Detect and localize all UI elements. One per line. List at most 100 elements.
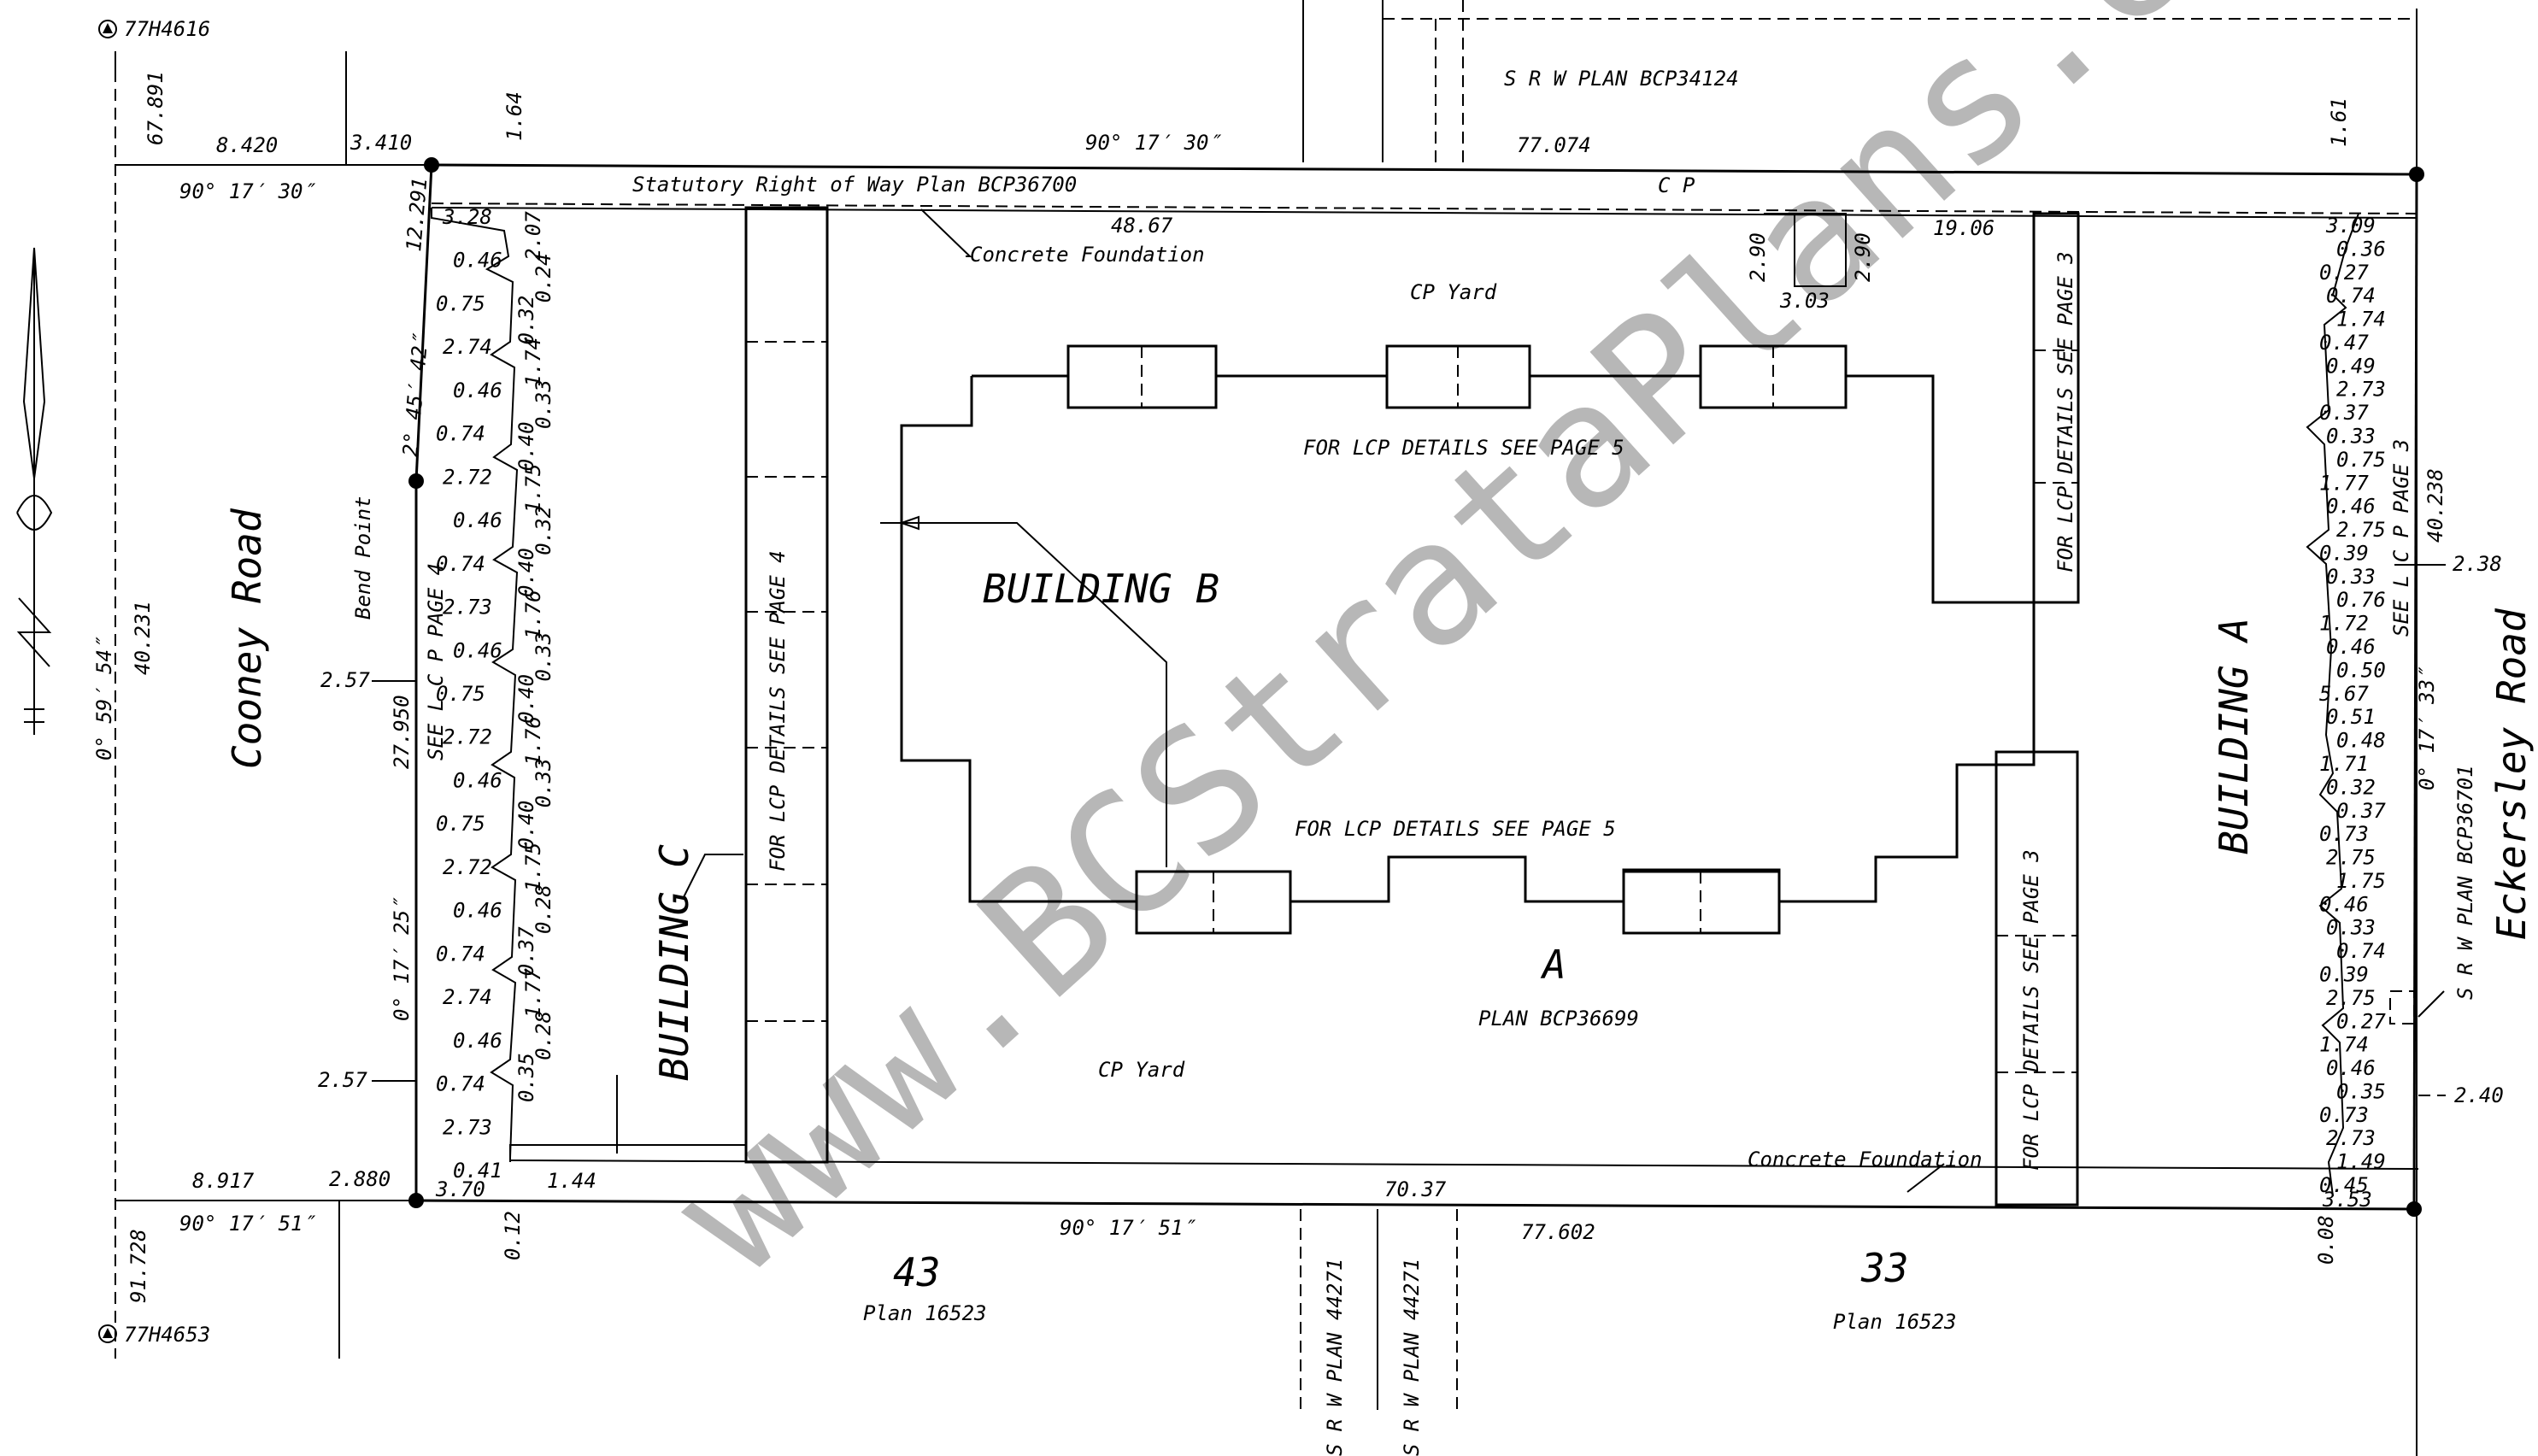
west-stair-right-dim-4: 0.33 [532, 379, 555, 429]
west-stair-right-dim-20: 0.35 [514, 1053, 538, 1102]
west-stair-right-dim-7: 0.32 [532, 506, 555, 555]
lot-43-label: 43 [893, 1249, 940, 1295]
lot-33-label: 33 [1860, 1245, 1908, 1291]
strata-plan-label: PLAN BCP36699 [1478, 1007, 1639, 1030]
west-stair-right-dim-0: 2.07 [521, 211, 545, 261]
strata-lot-label: A [1540, 942, 1566, 988]
diag-sw: 91.728 [126, 1229, 150, 1303]
west-dim-257a: 2.57 [320, 668, 370, 692]
east-stair-dim-26: 0.73 [2319, 822, 2369, 846]
east-dim-238: 2.38 [2453, 552, 2502, 576]
se-dim-b: 0.08 [2314, 1215, 2338, 1265]
srw-south-label-2: S R W PLAN 44271 [1400, 1259, 1424, 1456]
east-stair-dim-17: 1.72 [2319, 612, 2369, 636]
east-stair-dim-4: 1.74 [2336, 308, 2386, 332]
sw-dim-a: 8.917 [192, 1169, 255, 1193]
west-stair-right-dim-10: 0.33 [532, 632, 555, 682]
east-stair-dim-8: 0.37 [2319, 401, 2369, 425]
west-stair-right-dim-1: 0.24 [532, 253, 555, 302]
monument-sw-icon [98, 1324, 117, 1343]
srw-top-label: S R W PLAN BCP34124 [1504, 67, 1739, 91]
cf-top-east: 19.06 [1933, 216, 1995, 240]
west-stair-dim-13: 0.46 [453, 768, 502, 792]
west-stair-dim-7: 0.46 [453, 508, 502, 532]
bottom-length: 77.602 [1521, 1220, 1595, 1244]
watermark: www.BCStrataPlans.com [637, 0, 2376, 1312]
east-stair-dim-39: 2.73 [2326, 1126, 2376, 1150]
bend-point-marker [408, 473, 424, 489]
west-stair-dim-16: 0.46 [453, 899, 502, 923]
west-stair-right-dim-11: 0.40 [514, 674, 538, 724]
east-stair-dim-30: 0.33 [2326, 916, 2376, 940]
west-stair-dim-2: 0.75 [436, 291, 485, 315]
east-stair-dim-27: 2.75 [2326, 846, 2376, 870]
west-stair-right-dim-13: 0.33 [532, 758, 555, 807]
east-stair-dim-6: 0.49 [2326, 354, 2376, 378]
west-stair-dim-15: 2.72 [443, 855, 492, 879]
east-stair-dim-32: 0.39 [2319, 962, 2369, 986]
building-c-dim-144: 1.44 [547, 1169, 596, 1193]
west-stair-dim-19: 0.46 [453, 1029, 502, 1053]
top-length: 77.074 [1517, 133, 1591, 157]
notch-dim-303: 3.03 [1779, 289, 1830, 313]
lcp-page3-north-label: FOR LCP DETAILS SEE PAGE 3 [2053, 251, 2077, 572]
cf-bottom: 70.37 [1384, 1177, 1447, 1201]
west-length-lower: 27.950 [390, 695, 414, 769]
east-stair-dim-3: 0.74 [2326, 284, 2376, 308]
notch-dim-290b: 2.90 [1851, 232, 1875, 282]
see-lcp-page4-label: SEE L C P PAGE 4 [424, 563, 448, 760]
east-stair-dim-36: 0.46 [2326, 1056, 2376, 1080]
monument-nw-label: 77H4616 [124, 17, 210, 41]
west-stair-dim-20: 0.74 [436, 1072, 485, 1096]
sw-dim-c: 3.70 [435, 1177, 485, 1201]
top-bearing: 90° 17′ 30″ [1085, 131, 1221, 155]
east-stair-dim-34: 0.27 [2336, 1009, 2386, 1033]
east-stair-dim-41: 0.45 [2319, 1173, 2369, 1197]
west-stair-dim-1: 0.46 [453, 249, 502, 273]
east-stair-dim-37: 0.35 [2336, 1079, 2386, 1103]
west-stair-dim-22: 0.41 [453, 1159, 502, 1183]
east-stair-dim-35: 1.74 [2319, 1033, 2369, 1057]
concrete-foundation-bottom-label: Concrete Foundation [1748, 1148, 1983, 1171]
west-stair-right-dim-9: 1.76 [521, 590, 545, 639]
west-dim-257b: 2.57 [318, 1068, 367, 1092]
east-stair-dim-7: 2.73 [2336, 378, 2386, 402]
west-stair-dim-9: 2.73 [443, 596, 492, 619]
building-a-label: BUILDING A [2211, 618, 2257, 854]
nw-dim-a: 8.420 [216, 133, 278, 157]
west-stair-right-dim-12: 1.76 [521, 716, 545, 766]
building-b-label: BUILDING B [983, 566, 1219, 612]
west-stair-dim-12: 2.72 [443, 725, 492, 749]
cp-yard-north-label: CP Yard [1410, 280, 1497, 304]
east-stair-dim-38: 0.73 [2319, 1103, 2369, 1127]
west-stair-dim-8: 0.74 [436, 552, 485, 576]
west-stair-right-dim-5: 0.40 [514, 421, 538, 471]
west-stair-right-dim-14: 0.40 [514, 801, 538, 850]
east-bearing: 0° 17′ 33″ [2415, 666, 2439, 790]
east-stair-dim-23: 1.71 [2319, 752, 2369, 776]
monument-nw-icon [98, 20, 117, 38]
west-stair-right-dim-19: 0.28 [532, 1011, 555, 1060]
lot-33-plan-label: Plan 16523 [1833, 1310, 1957, 1334]
statutory-row-label: Statutory Right of Way Plan BCP36700 [632, 173, 1077, 197]
sw-dim-d: 0.12 [501, 1211, 525, 1260]
lcp-page5-south-label: FOR LCP DETAILS SEE PAGE 5 [1295, 817, 1616, 841]
top-west-bearing: 90° 17′ 30″ [179, 179, 315, 203]
east-stair-dim-12: 0.46 [2326, 495, 2376, 519]
se-dim-a: 3.53 [2322, 1188, 2372, 1212]
west-stair-dim-6: 2.72 [443, 465, 492, 489]
east-stair-dim-14: 0.39 [2319, 541, 2369, 565]
east-stair-dim-15: 0.33 [2326, 565, 2376, 589]
west-stair-dim-3: 2.74 [443, 335, 492, 359]
west-stair-dim-5: 0.74 [436, 422, 485, 446]
west-stair-dim-0: 3.28 [442, 205, 492, 229]
sw-dim-b: 2.880 [329, 1167, 391, 1191]
srw-south-label-1: S R W PLAN 44271 [1323, 1259, 1347, 1456]
srw-east-label: S R W PLAN BCP36701 [2453, 765, 2477, 1000]
east-stair-dim-21: 0.51 [2326, 705, 2376, 729]
west-stair-right-dim-2: 0.32 [514, 296, 538, 345]
bottom-bearing: 90° 17′ 51″ [1060, 1216, 1196, 1240]
lcp-page5-north-label: FOR LCP DETAILS SEE PAGE 5 [1303, 436, 1624, 460]
west-stair-right-dim-17: 0.37 [514, 926, 538, 976]
